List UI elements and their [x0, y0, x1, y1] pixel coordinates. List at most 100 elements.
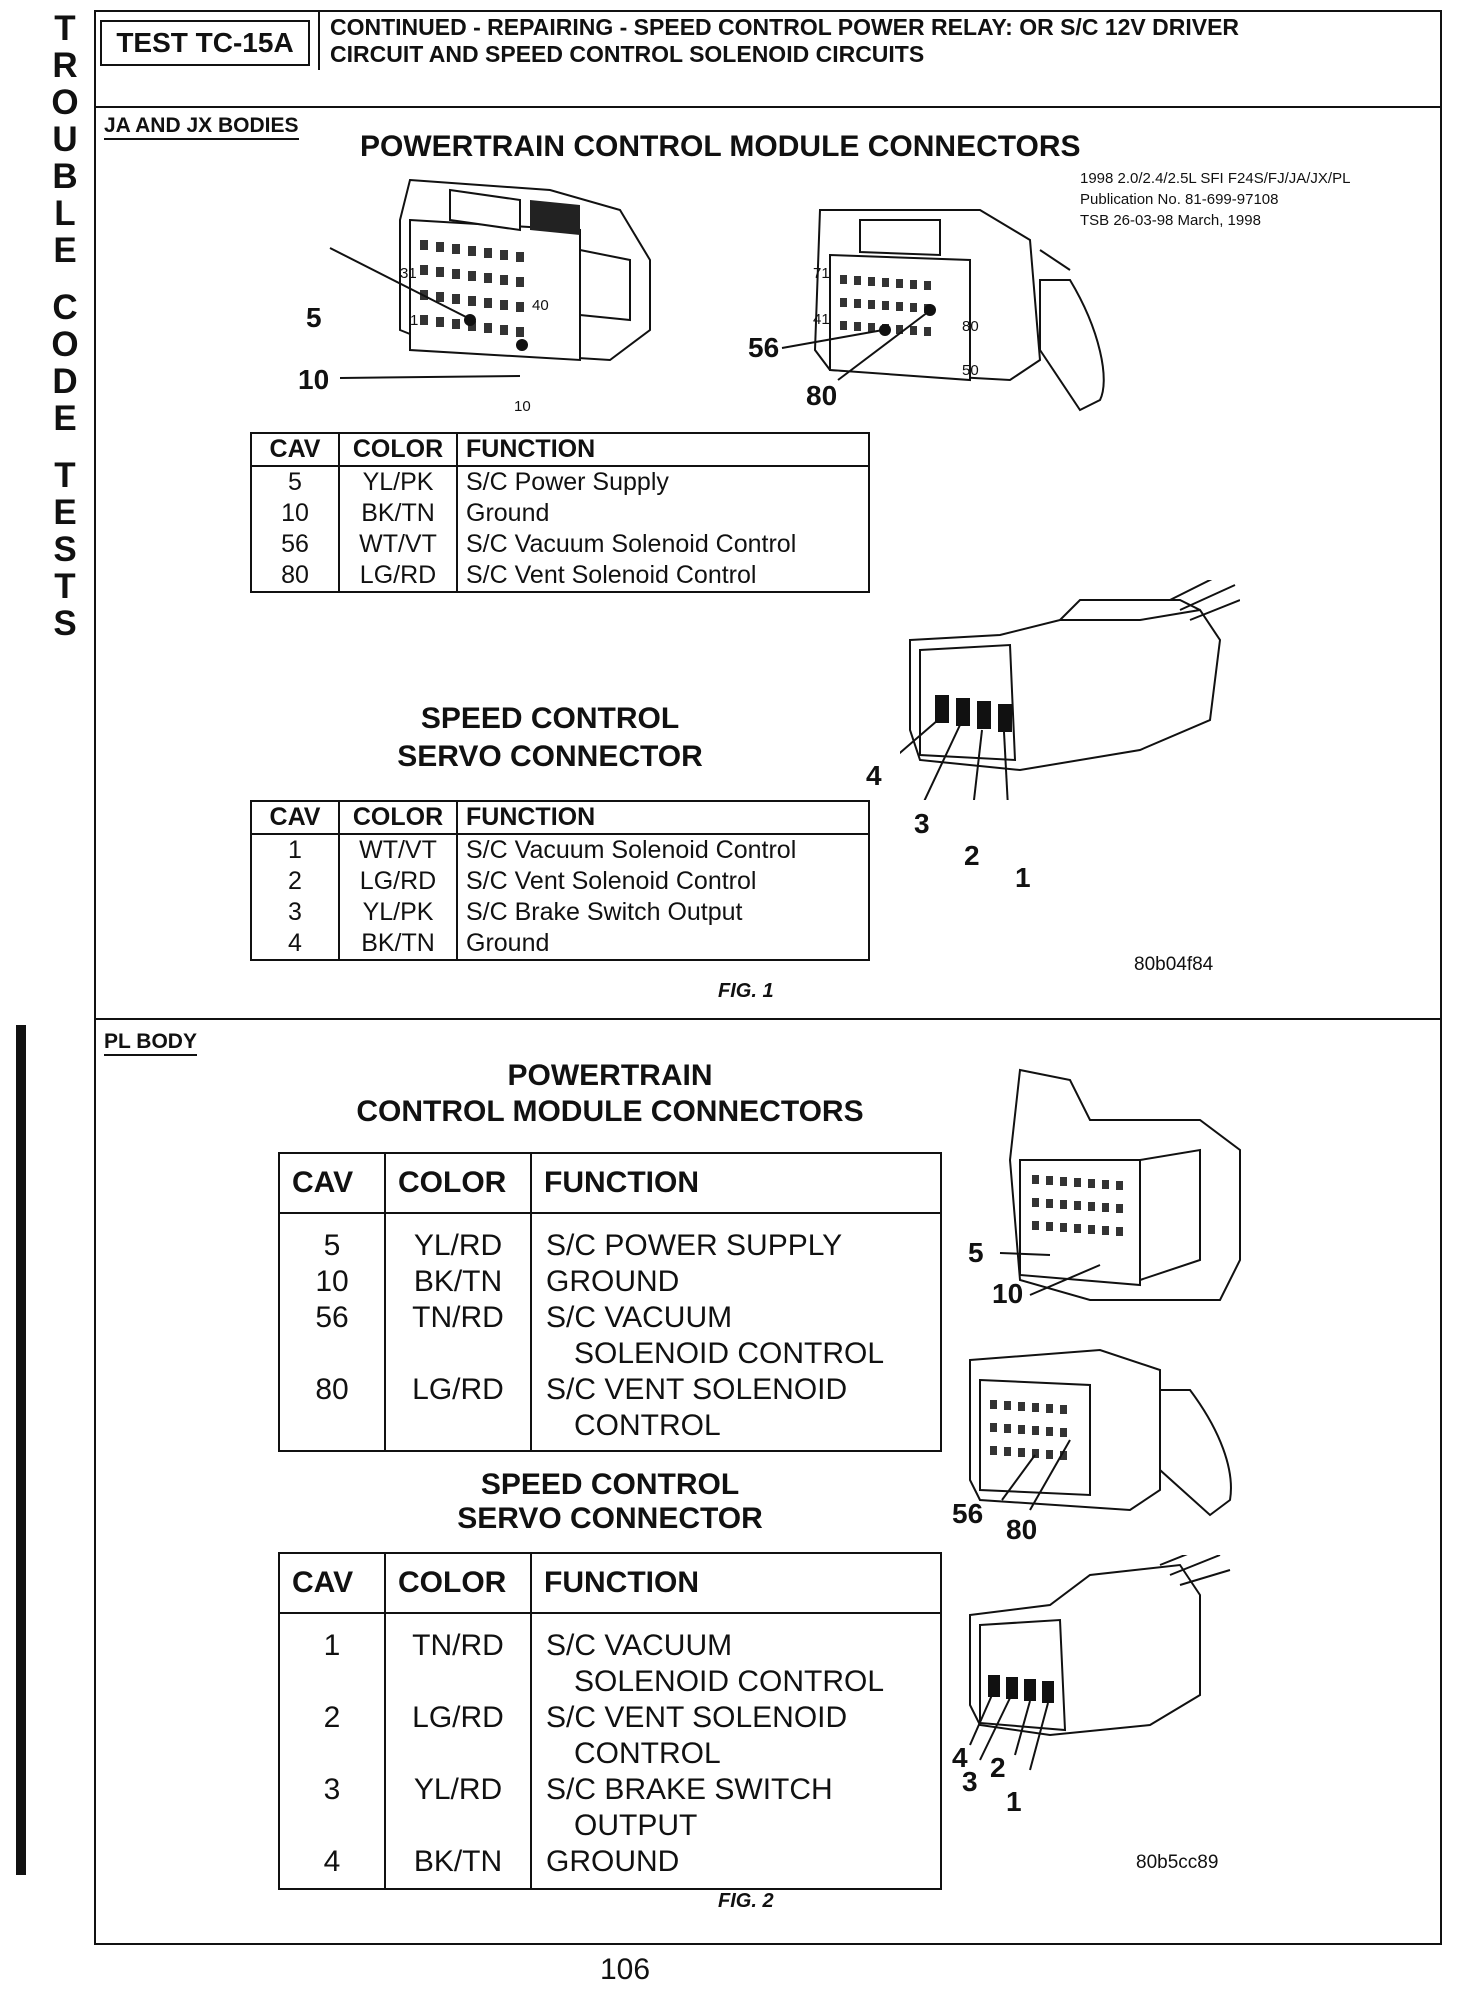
- cell-cav: 4: [278, 1844, 386, 1889]
- side-letter: E: [53, 399, 77, 438]
- side-letter: O: [51, 83, 79, 122]
- cell-color: LG/RD: [384, 1372, 532, 1451]
- callout-10: 10: [298, 364, 330, 395]
- table-header-row: CAV COLOR FUNCTION: [278, 1552, 942, 1614]
- function-line: SOLENOID CONTROL: [574, 1665, 885, 1698]
- header-title: CONTINUED - REPAIRING - SPEED CONTROL PO…: [330, 14, 1430, 68]
- cell-function: S/C Vent Solenoid Control: [456, 866, 870, 897]
- header-divider: [318, 10, 320, 70]
- pl-callout-80: 80: [1006, 1514, 1038, 1545]
- header-title-line: CIRCUIT AND SPEED CONTROL SOLENOID CIRCU…: [330, 41, 925, 67]
- pin-number: 31: [400, 265, 417, 282]
- col-cav: CAV: [278, 1552, 386, 1614]
- servo-heading-line: SERVO CONNECTOR: [397, 740, 703, 773]
- side-gap: [44, 437, 86, 457]
- pl-callout-5: 5: [968, 1237, 984, 1268]
- pl-servo-callout-1: 1: [1006, 1786, 1022, 1817]
- figure-code: 80b5cc89: [1136, 1852, 1219, 1873]
- callout-5: 5: [306, 302, 322, 333]
- servo-connector-a-drawing: [900, 580, 1240, 800]
- cell-cav: 80: [278, 1372, 386, 1451]
- cell-cav: 3: [250, 897, 340, 928]
- header-row: [94, 10, 1442, 108]
- cell-color: WT/VT: [338, 834, 458, 866]
- side-letter: T: [54, 9, 76, 48]
- revision-bar: [16, 1025, 26, 1875]
- servo-heading-pl: SPEED CONTROL SERVO CONNECTOR: [410, 1468, 810, 1536]
- table-header-row: CAV COLOR FUNCTION: [250, 433, 870, 467]
- cell-function: S/C Brake Switch Output: [456, 897, 870, 928]
- note-line: TSB 26-03-98 March, 1998: [1080, 212, 1261, 229]
- header-title-line: CONTINUED - REPAIRING - SPEED CONTROL PO…: [330, 14, 1240, 40]
- heading-line: POWERTRAIN: [507, 1059, 713, 1092]
- cell-cav: 4: [250, 928, 340, 960]
- section-label-pl: PL BODY: [104, 1030, 197, 1056]
- pin-number: 10: [514, 398, 531, 415]
- section-divider: [94, 1018, 1442, 1020]
- pl-pcm-connector-b-drawing: [969, 1348, 1232, 1517]
- pcm-connector-b-drawing: [781, 209, 1105, 412]
- col-function: FUNCTION: [456, 801, 870, 835]
- cell-cav: 5: [278, 1213, 386, 1264]
- pl-servo-connector-drawing: [969, 1555, 1231, 1771]
- page-frame: [94, 10, 1442, 1945]
- col-cav: CAV: [278, 1152, 386, 1214]
- note-line: 1998 2.0/2.4/2.5L SFI F24S/FJ/JA/JX/PL: [1080, 170, 1351, 187]
- function-line: S/C BRAKE SWITCH: [546, 1773, 833, 1806]
- side-letter: O: [51, 325, 79, 364]
- note-line: Publication No. 81-699-97108: [1080, 191, 1279, 208]
- cell-color: BK/TN: [338, 928, 458, 960]
- servo-callout-2: 2: [964, 840, 980, 871]
- table-header-row: CAV COLOR FUNCTION: [250, 801, 870, 835]
- cell-cav: 56: [250, 529, 340, 560]
- pl-servo-callout-3: 3: [962, 1766, 978, 1797]
- col-function: FUNCTION: [456, 433, 870, 467]
- section-label-ja-jx: JA AND JX BODIES: [104, 114, 299, 140]
- servo-heading-line: SPEED CONTROL: [480, 1468, 740, 1501]
- publication-note: 1998 2.0/2.4/2.5L SFI F24S/FJ/JA/JX/PL P…: [1080, 168, 1350, 231]
- servo-heading-line: SPEED CONTROL: [420, 702, 680, 735]
- side-letter: E: [53, 493, 77, 532]
- page-number: 106: [600, 1953, 651, 1986]
- function-line: GROUND: [546, 1845, 680, 1878]
- cell-color: YL/RD: [384, 1213, 532, 1264]
- cell-function: S/C Vacuum Solenoid Control: [456, 529, 870, 560]
- servo-heading: SPEED CONTROL SERVO CONNECTOR: [380, 700, 720, 776]
- side-letter: E: [53, 231, 77, 270]
- cell-cav: 1: [250, 834, 340, 866]
- col-color: COLOR: [338, 801, 458, 835]
- side-letter: S: [53, 530, 77, 569]
- function-line: SOLENOID CONTROL: [574, 1337, 885, 1370]
- function-line: S/C VENT SOLENOID: [546, 1701, 848, 1734]
- col-color: COLOR: [338, 433, 458, 467]
- side-gap: [44, 269, 86, 289]
- cell-cav: 3: [278, 1772, 386, 1844]
- figure-code: 80b04f84: [1134, 954, 1214, 975]
- cell-cav: 10: [250, 498, 340, 529]
- side-letter: R: [52, 46, 78, 85]
- side-letter: T: [54, 456, 76, 495]
- cell-function: S/C Vent Solenoid Control: [456, 560, 870, 592]
- cell-function: GROUND: [530, 1844, 942, 1889]
- cell-cav: 56: [278, 1300, 386, 1372]
- pcm-heading: POWERTRAIN CONTROL MODULE CONNECTORS: [360, 130, 1081, 163]
- side-letter: C: [52, 288, 78, 327]
- col-cav: CAV: [250, 433, 340, 467]
- function-line: S/C VACUUM: [546, 1629, 733, 1662]
- cell-cav: 2: [278, 1700, 386, 1772]
- cell-color: TN/RD: [384, 1613, 532, 1700]
- col-color: COLOR: [384, 1152, 532, 1214]
- cell-color: BK/TN: [384, 1264, 532, 1300]
